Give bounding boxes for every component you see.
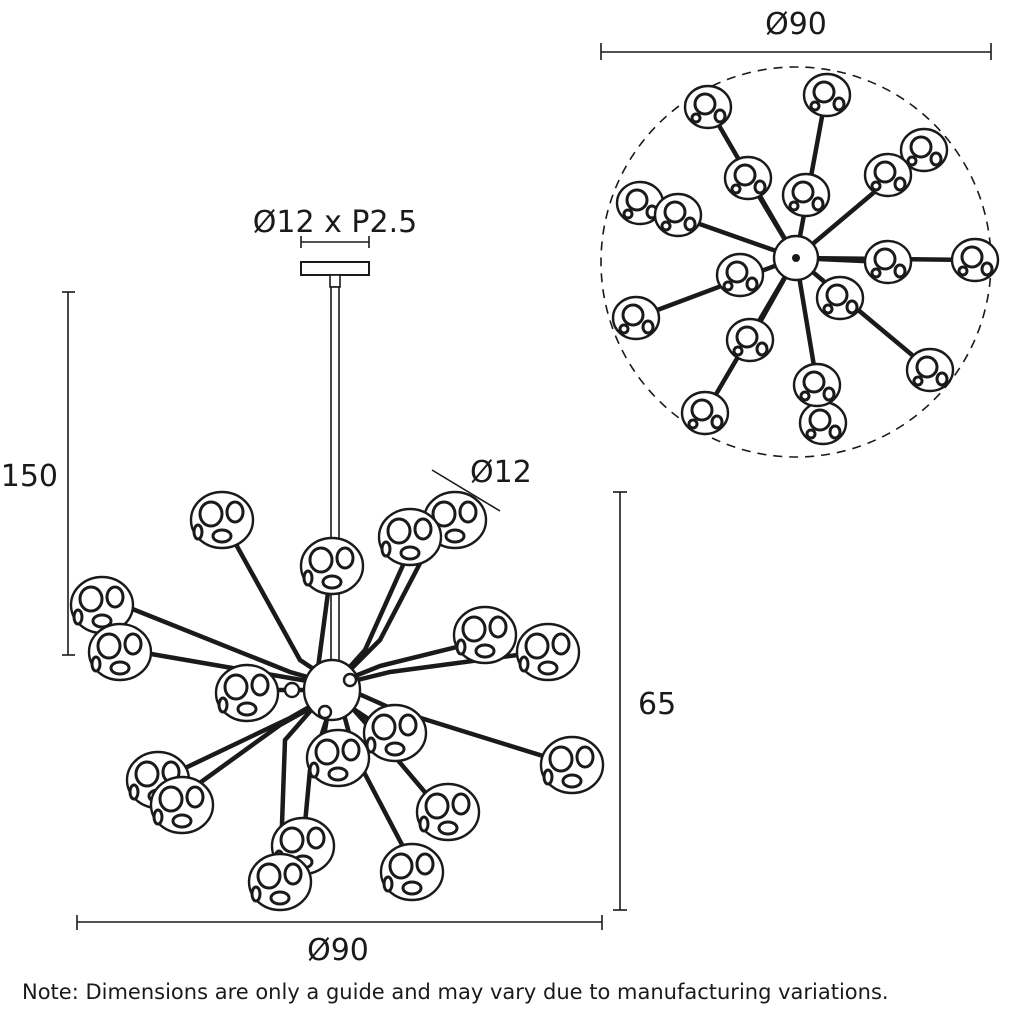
ceiling-canopy [300,261,370,276]
drop-height-label: 150 [1,459,58,494]
shade-dimension-line [431,469,501,512]
disclaimer-note: Note: Dimensions are only a guide and ma… [22,980,889,1004]
plan-view: Ø90 [600,7,1000,458]
elevation-diameter-label: Ø90 [307,933,369,968]
plan-hub-centre [792,254,800,262]
body-height-label: 65 [638,687,676,722]
shade-diameter-label: Ø12 [470,455,532,490]
elevation-view: Ø12 x P2.5 150 65 Ø12 Ø90 [1,205,676,968]
suspension-rod [330,286,340,663]
plan-diameter-label: Ø90 [765,7,827,42]
fixing-label: Ø12 x P2.5 [253,205,417,240]
rod-coupler [329,274,341,288]
